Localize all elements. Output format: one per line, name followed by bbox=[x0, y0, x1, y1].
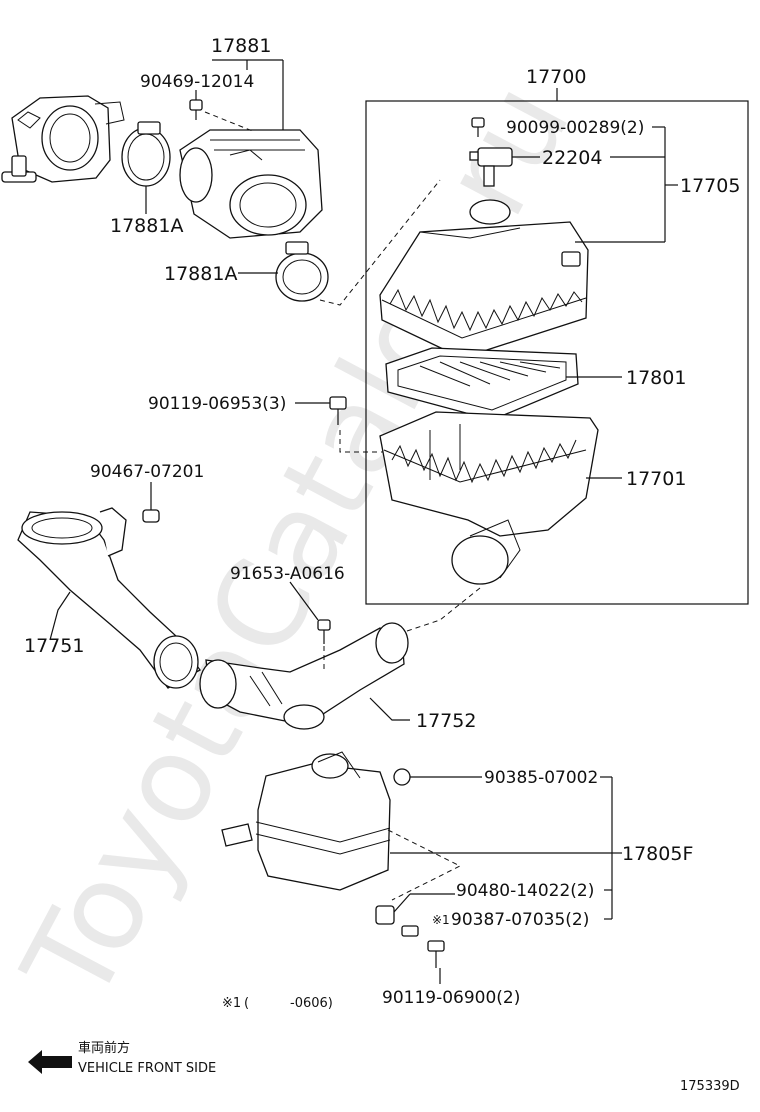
grommet-90385-07002 bbox=[393, 768, 411, 786]
footnote-mark: ※1 bbox=[222, 996, 241, 1011]
label-17700: 17700 bbox=[526, 66, 586, 88]
label-90467-07201: 90467-07201 bbox=[90, 462, 204, 482]
throttle-body-drawing bbox=[1, 95, 125, 183]
bolt-91653-A0616 bbox=[317, 619, 331, 644]
screw-90099-00289 bbox=[471, 117, 485, 137]
label-90119-06953: 90119-06953(3) bbox=[148, 394, 286, 414]
label-17705: 17705 bbox=[680, 175, 740, 197]
bolt-90119-06953 bbox=[329, 396, 347, 425]
label-17701: 17701 bbox=[626, 468, 686, 490]
label-17751: 17751 bbox=[24, 635, 84, 657]
label-90119-06900: 90119-06900(2) bbox=[382, 988, 520, 1008]
air-cleaner-hose-17881 bbox=[179, 129, 323, 239]
hose-clamp-17881A-top bbox=[121, 121, 171, 187]
label-17881: 17881 bbox=[211, 35, 271, 57]
vehicle-front-arrow-icon bbox=[28, 1050, 72, 1074]
bolt-90119-06900 bbox=[427, 940, 445, 968]
label-17752: 17752 bbox=[416, 710, 476, 732]
footnote-range: -0606) bbox=[290, 996, 333, 1011]
label-90469-12014: 90469-12014 bbox=[140, 72, 254, 92]
collar-90387-07035 bbox=[401, 925, 419, 937]
label-17881A-mid: 17881A bbox=[164, 263, 237, 285]
label-90480-14022: 90480-14022(2) bbox=[456, 881, 594, 901]
intake-resonator-17805F bbox=[221, 751, 391, 891]
label-90387-mark: ※1 bbox=[432, 913, 450, 927]
label-90387-07035: 90387-07035(2) bbox=[451, 910, 589, 930]
label-90385-07002: 90385-07002 bbox=[484, 768, 598, 788]
air-filter-element-17801 bbox=[385, 347, 579, 421]
bolt-90469-12014 bbox=[189, 99, 203, 120]
airflow-meter-22204 bbox=[469, 147, 513, 187]
hose-clamp-17881A-mid bbox=[275, 241, 329, 302]
label-17805F: 17805F bbox=[622, 843, 693, 865]
label-17881A-top: 17881A bbox=[110, 215, 183, 237]
air-cleaner-case-17701 bbox=[379, 411, 599, 585]
collar-90480-14022 bbox=[375, 905, 395, 925]
direction-label-en: VEHICLE FRONT SIDE bbox=[78, 1061, 216, 1076]
label-17801: 17801 bbox=[626, 367, 686, 389]
air-inlet-hose-17752 bbox=[199, 622, 409, 730]
footnote-open: ( bbox=[244, 996, 249, 1011]
air-intake-duct-17751 bbox=[17, 507, 201, 689]
label-91653-A0616: 91653-A0616 bbox=[230, 564, 345, 584]
label-22204: 22204 bbox=[542, 147, 602, 169]
diagram-id: 175339D bbox=[680, 1079, 740, 1094]
direction-label-jp: 車両前方 bbox=[78, 1040, 130, 1056]
grommet-90467-07201 bbox=[142, 509, 160, 523]
label-90099-00289: 90099-00289(2) bbox=[506, 118, 644, 138]
air-cleaner-cap-17705 bbox=[379, 199, 589, 359]
